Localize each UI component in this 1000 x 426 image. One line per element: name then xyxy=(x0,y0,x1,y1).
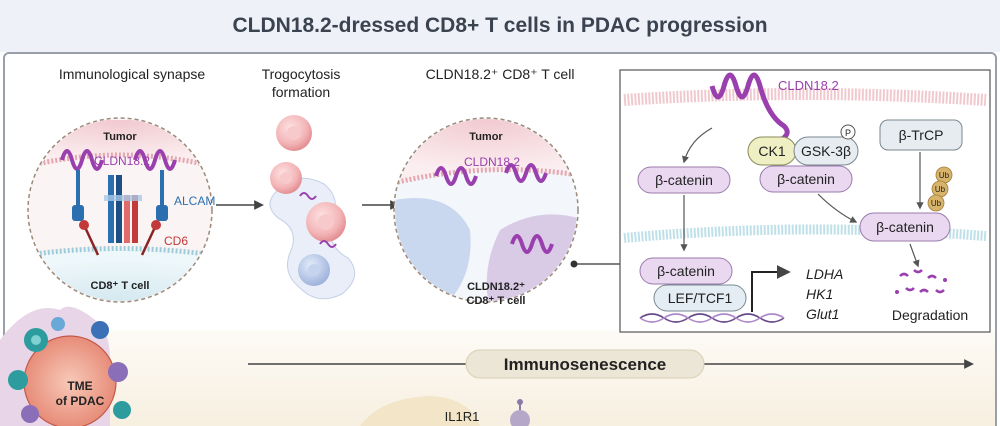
bcat-nuclear-label: β-catenin xyxy=(657,263,715,279)
bcat-degrade-label: β-catenin xyxy=(876,219,934,235)
tme-cluster xyxy=(0,306,131,426)
synapse-cd6-label: CD6 xyxy=(164,234,188,248)
ck1-label: CK1 xyxy=(758,143,785,159)
ub-label-1: Ub xyxy=(939,171,950,180)
pathway-cldn-protein xyxy=(709,72,790,143)
arrow-cldn-to-bcat xyxy=(682,127,713,164)
synapse-cldn-label: CLDN18.2 xyxy=(94,154,150,168)
bcat-free-label: β-catenin xyxy=(655,172,713,188)
transcription-arrow xyxy=(751,265,791,312)
pathway-cldn-label: CLDN18.2 xyxy=(778,78,839,93)
arrow-bcat-to-degradation xyxy=(909,243,920,268)
tme-label-line2: of PDAC xyxy=(56,394,105,408)
degradation-label: Degradation xyxy=(892,307,968,323)
synapse-circle xyxy=(27,117,213,303)
main-frame xyxy=(3,52,997,426)
bcat-nuclear-pill xyxy=(639,257,733,285)
cldn-cell-cldn-label: CLDN18.2 xyxy=(464,155,520,169)
dna-strand-2 xyxy=(639,313,785,323)
synapse-alcam-label: ALCAM xyxy=(174,194,215,208)
cldn-cell-label-line2: CD8⁺ T cell xyxy=(467,295,526,307)
il1r1-receptor-icon xyxy=(510,399,530,426)
phospho-label: P xyxy=(845,128,851,138)
cldn-cell-label-line1: CLDN18.2⁺ xyxy=(467,281,525,293)
degradation-fragments xyxy=(895,269,947,294)
title-bar: CLDN18.2-dressed CD8+ T cells in PDAC pr… xyxy=(0,0,1000,52)
synapse-tcell-label: CD8⁺ T cell xyxy=(91,280,150,292)
bcat-degrade-pill xyxy=(859,212,951,242)
cldn-cell-tumor-label: Tumor xyxy=(469,131,503,143)
figure-title: CLDN18.2-dressed CD8+ T cells in PDAC pr… xyxy=(232,14,768,37)
trogo-heading-line2: formation xyxy=(272,84,330,100)
bottom-cell-partial xyxy=(360,396,480,426)
trogocytosis-cells xyxy=(269,115,356,300)
immunosenescence-pill xyxy=(465,349,705,379)
ub-label-2: Ub xyxy=(935,185,946,194)
synapse-heading: Immunological synapse xyxy=(59,66,206,82)
gene-glut1: Glut1 xyxy=(806,306,839,322)
synapse-tumor-label: Tumor xyxy=(103,131,137,143)
btrcp-box xyxy=(879,119,963,151)
gene-ldha: LDHA xyxy=(806,266,843,282)
ubiquitin-chain: Ub Ub Ub xyxy=(927,166,953,212)
lef-label: LEF/TCF1 xyxy=(668,290,733,306)
cldn-cell-heading: CLDN18.2⁺ CD8⁺ T cell xyxy=(426,66,575,82)
tme-label-line1: TME xyxy=(67,379,92,393)
gene-hk1: HK1 xyxy=(806,286,833,302)
ub-label-3: Ub xyxy=(931,199,942,208)
bcat-complex-label: β-catenin xyxy=(777,171,835,187)
gsk-pill xyxy=(793,136,859,166)
phospho-circle xyxy=(840,124,856,140)
gsk-label: GSK-3β xyxy=(801,143,851,159)
cell-membrane xyxy=(623,88,987,106)
immunosenescence-label: Immunosenescence xyxy=(504,355,667,374)
lef-pill xyxy=(653,284,747,312)
bcat-complex-pill xyxy=(759,165,853,193)
arrow-complex-to-degrade xyxy=(817,193,858,223)
bcat-free-pill xyxy=(637,166,731,194)
btrcp-label: β-TrCP xyxy=(899,127,944,143)
il1r1-label: IL1R1 xyxy=(445,409,480,424)
trogo-heading-line1: Trogocytosis xyxy=(262,66,341,82)
